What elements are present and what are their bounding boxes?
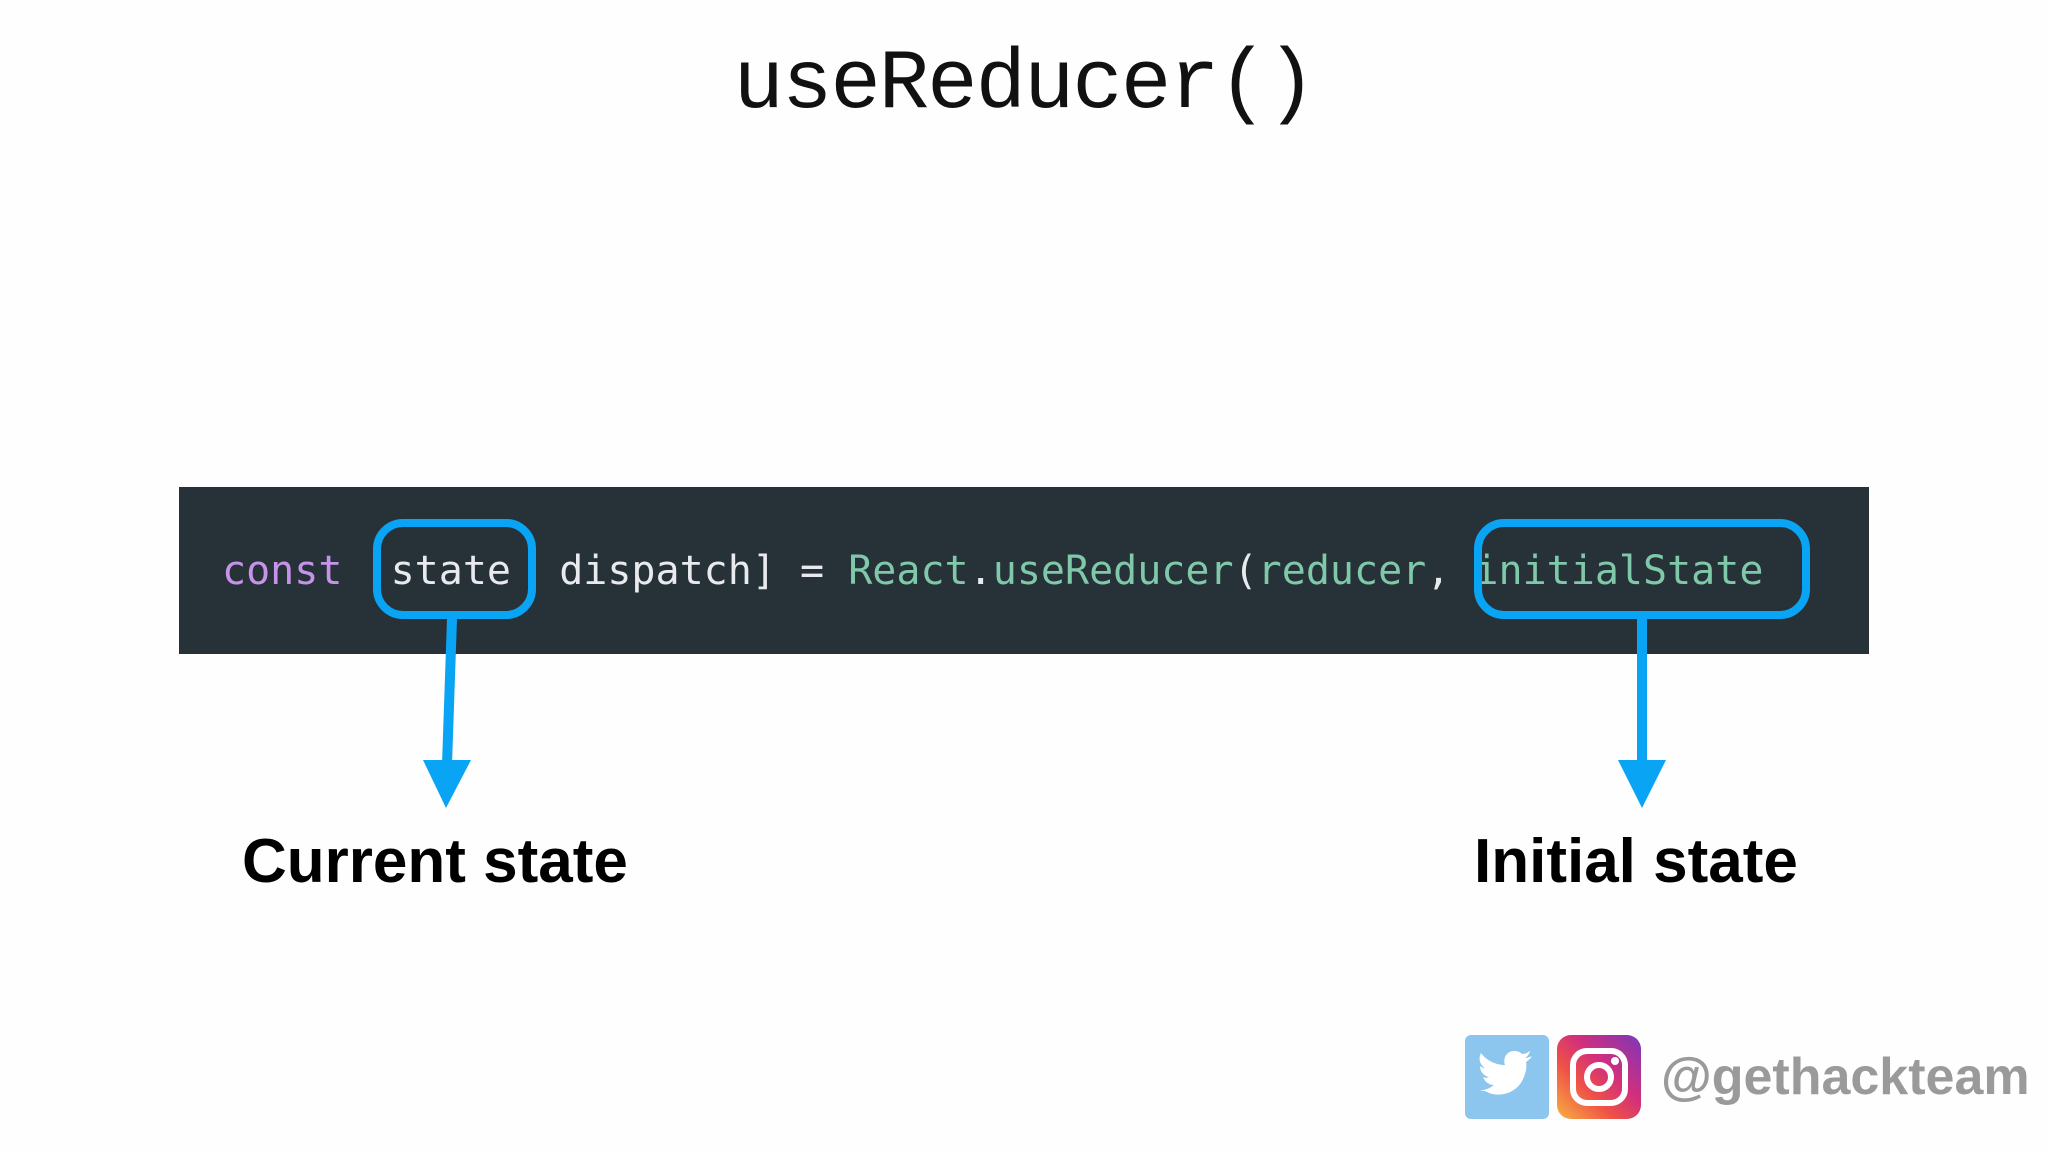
code-equals: = (800, 548, 825, 594)
state-highlight-box (373, 519, 536, 619)
code-react: React (848, 548, 969, 594)
code-open-paren: ( (1233, 548, 1258, 594)
twitter-icon[interactable] (1465, 1035, 1549, 1119)
code-dot: . (968, 548, 993, 594)
code-comma: , (1426, 548, 1451, 594)
social-handle[interactable]: @gethackteam (1661, 1048, 2030, 1106)
code-block: const state dispatch] = React.useReducer… (179, 487, 1869, 654)
code-reducer-arg: reducer (1257, 548, 1427, 594)
code-keyword-const: const (222, 548, 343, 594)
current-state-label: Current state (242, 827, 628, 896)
current-state-arrowhead (423, 760, 471, 808)
slide-title: useReducer() (733, 38, 1317, 133)
social-footer: @gethackteam (1465, 1035, 2030, 1119)
initial-state-arrowhead (1618, 760, 1666, 808)
instagram-icon[interactable] (1557, 1035, 1641, 1119)
code-state-variable: state (390, 548, 512, 594)
initial-state-highlight-box (1474, 519, 1810, 619)
code-dispatch: dispatch] (559, 548, 776, 594)
initial-state-label: Initial state (1474, 827, 1798, 896)
code-use-reducer: useReducer (992, 548, 1234, 594)
code-initial-state-arg: initialState (1474, 548, 1764, 594)
code-line: const state dispatch] = React.useReducer… (222, 543, 1763, 599)
